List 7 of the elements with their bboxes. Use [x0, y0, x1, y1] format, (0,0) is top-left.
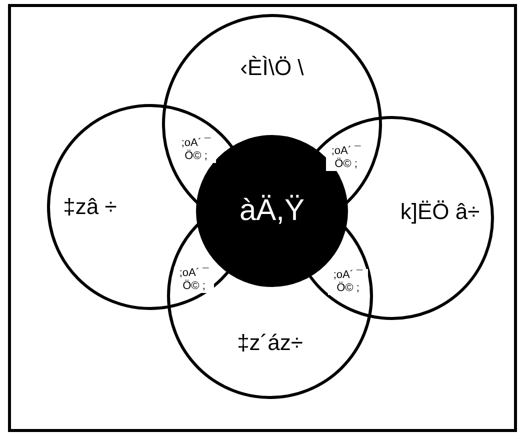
circle-label: ‹ÈÌ\Ö̈ \	[240, 55, 304, 81]
circle-label: ‡z´áz÷	[237, 330, 303, 356]
circle-label: ‡zâ ÷	[63, 194, 117, 220]
overlap-label: ;oA´ ¯ Ö© ;	[174, 267, 214, 293]
circle-label: k]ËÖ̈ â÷	[400, 199, 480, 225]
overlap-label: ;oA´ ¯ Ö© ;	[328, 269, 368, 295]
circle-label: àÄ,Ÿ	[239, 194, 305, 228]
